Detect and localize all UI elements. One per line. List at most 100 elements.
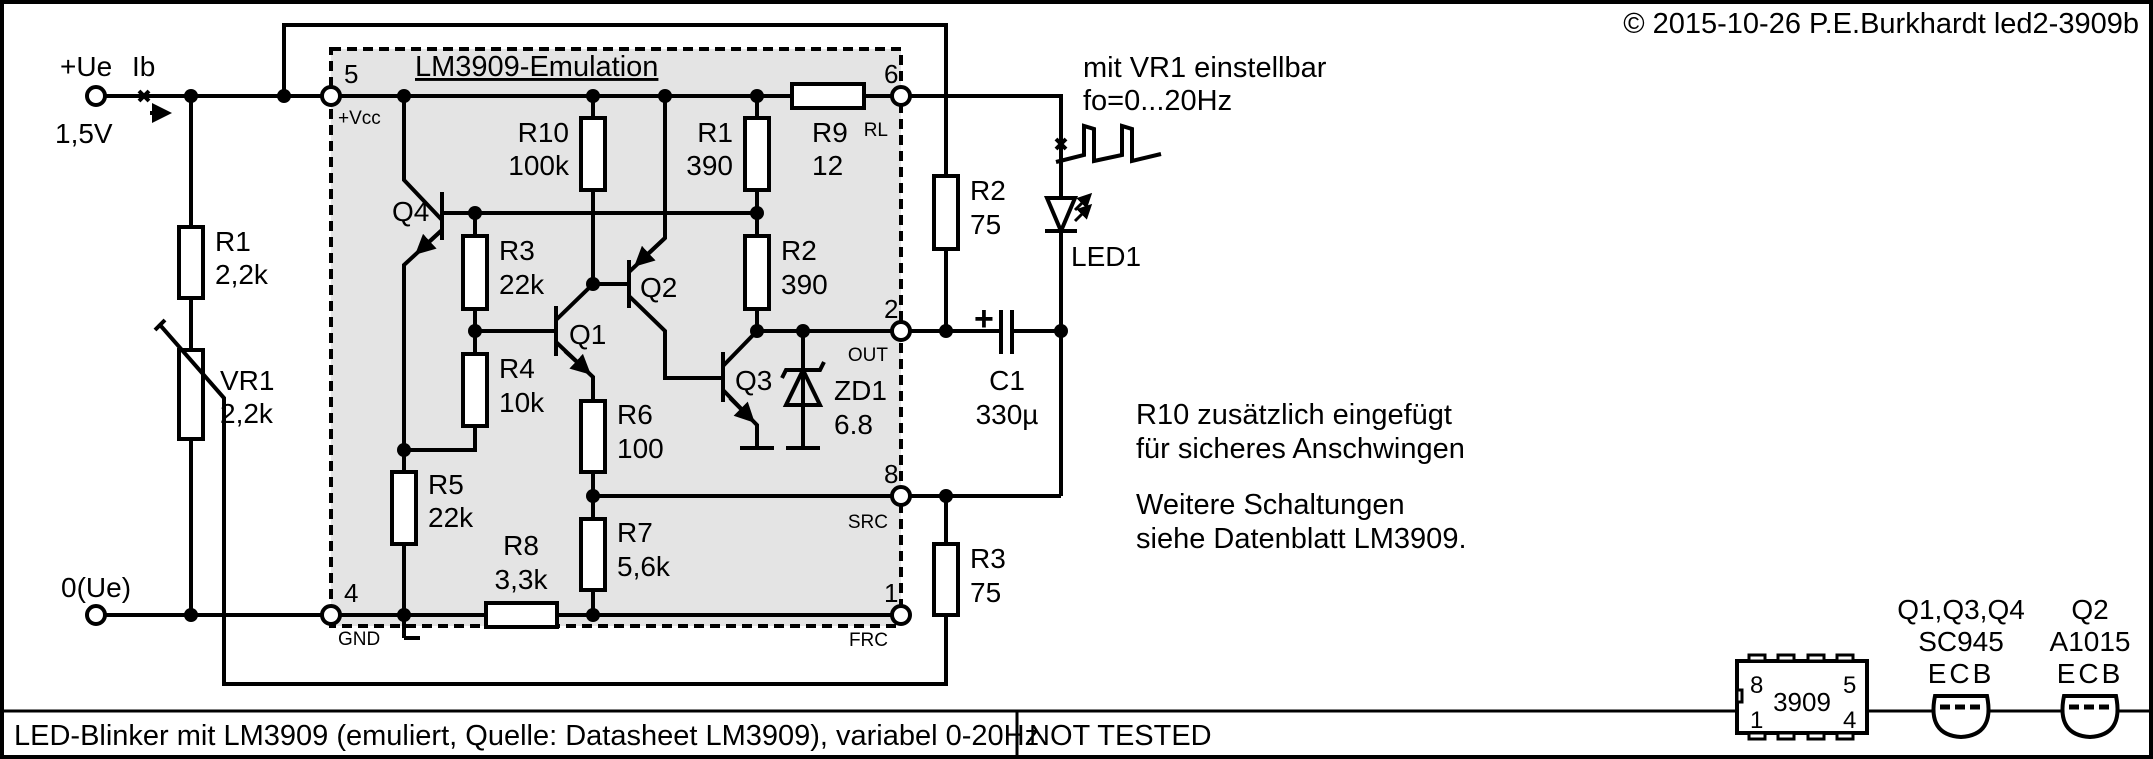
r2-ext-name: R2 <box>970 175 1006 206</box>
terminal-ground <box>85 604 107 626</box>
q4-label: Q4 <box>392 196 429 227</box>
capacitor-c1 <box>999 310 1014 354</box>
pin-6 <box>890 85 912 107</box>
r6-value: 100 <box>617 433 664 464</box>
r8-name: R8 <box>503 530 539 561</box>
r2-ext-value: 75 <box>970 209 1001 240</box>
r1-ext-value: 2,2k <box>215 259 269 290</box>
r2-int-value: 390 <box>781 269 828 300</box>
dip-pin-5: 5 <box>1843 672 1856 699</box>
supply-voltage: 1,5V <box>55 118 113 149</box>
pin-8-number: 8 <box>884 459 898 489</box>
zd1-value: 6.8 <box>834 409 873 440</box>
pin-2 <box>890 320 912 342</box>
r8-resistor <box>484 601 559 629</box>
terminal-plus-ue <box>85 85 107 107</box>
dip8-package-icon <box>1735 653 1869 741</box>
pin-5 <box>320 85 342 107</box>
supply-plus-label: +Ue <box>60 51 112 82</box>
pin-2-number: 2 <box>884 294 898 324</box>
r3-int-name: R3 <box>499 235 535 266</box>
led-led1 <box>1043 192 1093 237</box>
supply-current-label: Ib <box>132 51 155 82</box>
supply-ground-label: 0(Ue) <box>61 572 131 603</box>
r8-value: 3,3k <box>495 564 549 595</box>
c1-polarity: + <box>974 300 994 338</box>
r10-value: 100k <box>508 150 570 181</box>
npn-part: SC945 <box>1918 626 2004 657</box>
r2-int-name: R2 <box>781 235 817 266</box>
q2-label: Q2 <box>640 272 677 303</box>
dip-pin-4: 4 <box>1843 707 1856 734</box>
npn-pins: ECB <box>1928 658 1995 689</box>
r1-external-resistor <box>177 225 205 300</box>
ic-title: LM3909-Emulation <box>415 51 658 83</box>
transistor-arrows <box>150 103 755 423</box>
r3-external-resistor <box>932 542 960 617</box>
zd1-name: ZD1 <box>834 375 887 406</box>
title-block-description: LED-Blinker mit LM3909 (emuliert, Quelle… <box>14 720 1039 752</box>
led1-name: LED1 <box>1071 241 1141 272</box>
q1-label: Q1 <box>569 319 606 350</box>
r5-resistor <box>390 470 418 546</box>
pin-5-name: +Vcc <box>338 108 381 129</box>
pnp-types: Q2 <box>2071 594 2108 625</box>
dip-ic-label: 3909 <box>1773 687 1831 717</box>
r4-value: 10k <box>499 387 545 418</box>
r1-int-name: R1 <box>697 117 733 148</box>
title-block-status: NOT TESTED <box>1029 720 1212 752</box>
r1-int-value: 390 <box>686 150 733 181</box>
r4-resistor <box>461 352 489 428</box>
measure-point-ib <box>137 89 151 103</box>
r10-note-line1: R10 zusätzlich eingefügt <box>1136 399 1452 431</box>
wires <box>96 23 1063 686</box>
r9-value: 12 <box>812 150 843 181</box>
vr1-potentiometer <box>177 348 205 441</box>
pin-8 <box>890 485 912 507</box>
datasheet-note-line1: Weitere Schaltungen <box>1136 489 1405 521</box>
measure-point-led <box>1054 137 1068 151</box>
pulse-waveform-icon <box>1055 123 1162 164</box>
c1-value: 330µ <box>976 399 1039 430</box>
dip-pin-1: 1 <box>1750 707 1763 734</box>
vr1-name: VR1 <box>220 365 274 396</box>
r1-ext-name: R1 <box>215 226 251 257</box>
q3-label: Q3 <box>735 365 772 396</box>
pin-1-number: 1 <box>884 578 898 608</box>
r10-name: R10 <box>518 117 569 148</box>
r4-name: R4 <box>499 353 535 384</box>
r10-note-line2: für sicheres Anschwingen <box>1136 433 1465 465</box>
vr1-value: 2,2k <box>220 398 274 429</box>
r9-name: R9 <box>812 117 848 148</box>
pin-4-number: 4 <box>344 578 358 608</box>
to92-pnp-icon <box>2060 694 2120 740</box>
to92-npn-icon <box>1931 694 1991 740</box>
pnp-part: A1015 <box>2050 626 2131 657</box>
freq-note-line2: fo=0...20Hz <box>1083 85 1232 117</box>
ic-emulation-box <box>329 47 903 628</box>
r10-resistor <box>579 116 607 192</box>
r6-name: R6 <box>617 399 653 430</box>
r6-resistor <box>579 399 607 474</box>
copyright-text: © 2015-10-26 P.E.Burkhardt led2-3909b <box>1623 8 2139 40</box>
r9-resistor <box>790 82 866 110</box>
r2-external-resistor <box>932 174 960 251</box>
npn-types: Q1,Q3,Q4 <box>1897 594 2025 625</box>
junction-dots <box>184 89 1068 622</box>
pnp-pins: ECB <box>2057 658 2124 689</box>
pin-2-name: OUT <box>848 345 889 366</box>
r7-value: 5,6k <box>617 551 671 582</box>
r7-resistor <box>579 517 607 592</box>
r1-internal-resistor <box>743 116 771 192</box>
pin-1-name: FRC <box>849 630 888 651</box>
dip-pin-8: 8 <box>1750 672 1763 699</box>
vr1-wiper <box>153 318 226 439</box>
c1-name: C1 <box>989 365 1025 396</box>
pin-4 <box>320 604 342 626</box>
pin-5-number: 5 <box>344 59 358 89</box>
zener-diode-zd1 <box>780 361 826 407</box>
freq-note-line1: mit VR1 einstellbar <box>1083 52 1327 84</box>
r5-name: R5 <box>428 469 464 500</box>
r3-int-value: 22k <box>499 269 545 300</box>
